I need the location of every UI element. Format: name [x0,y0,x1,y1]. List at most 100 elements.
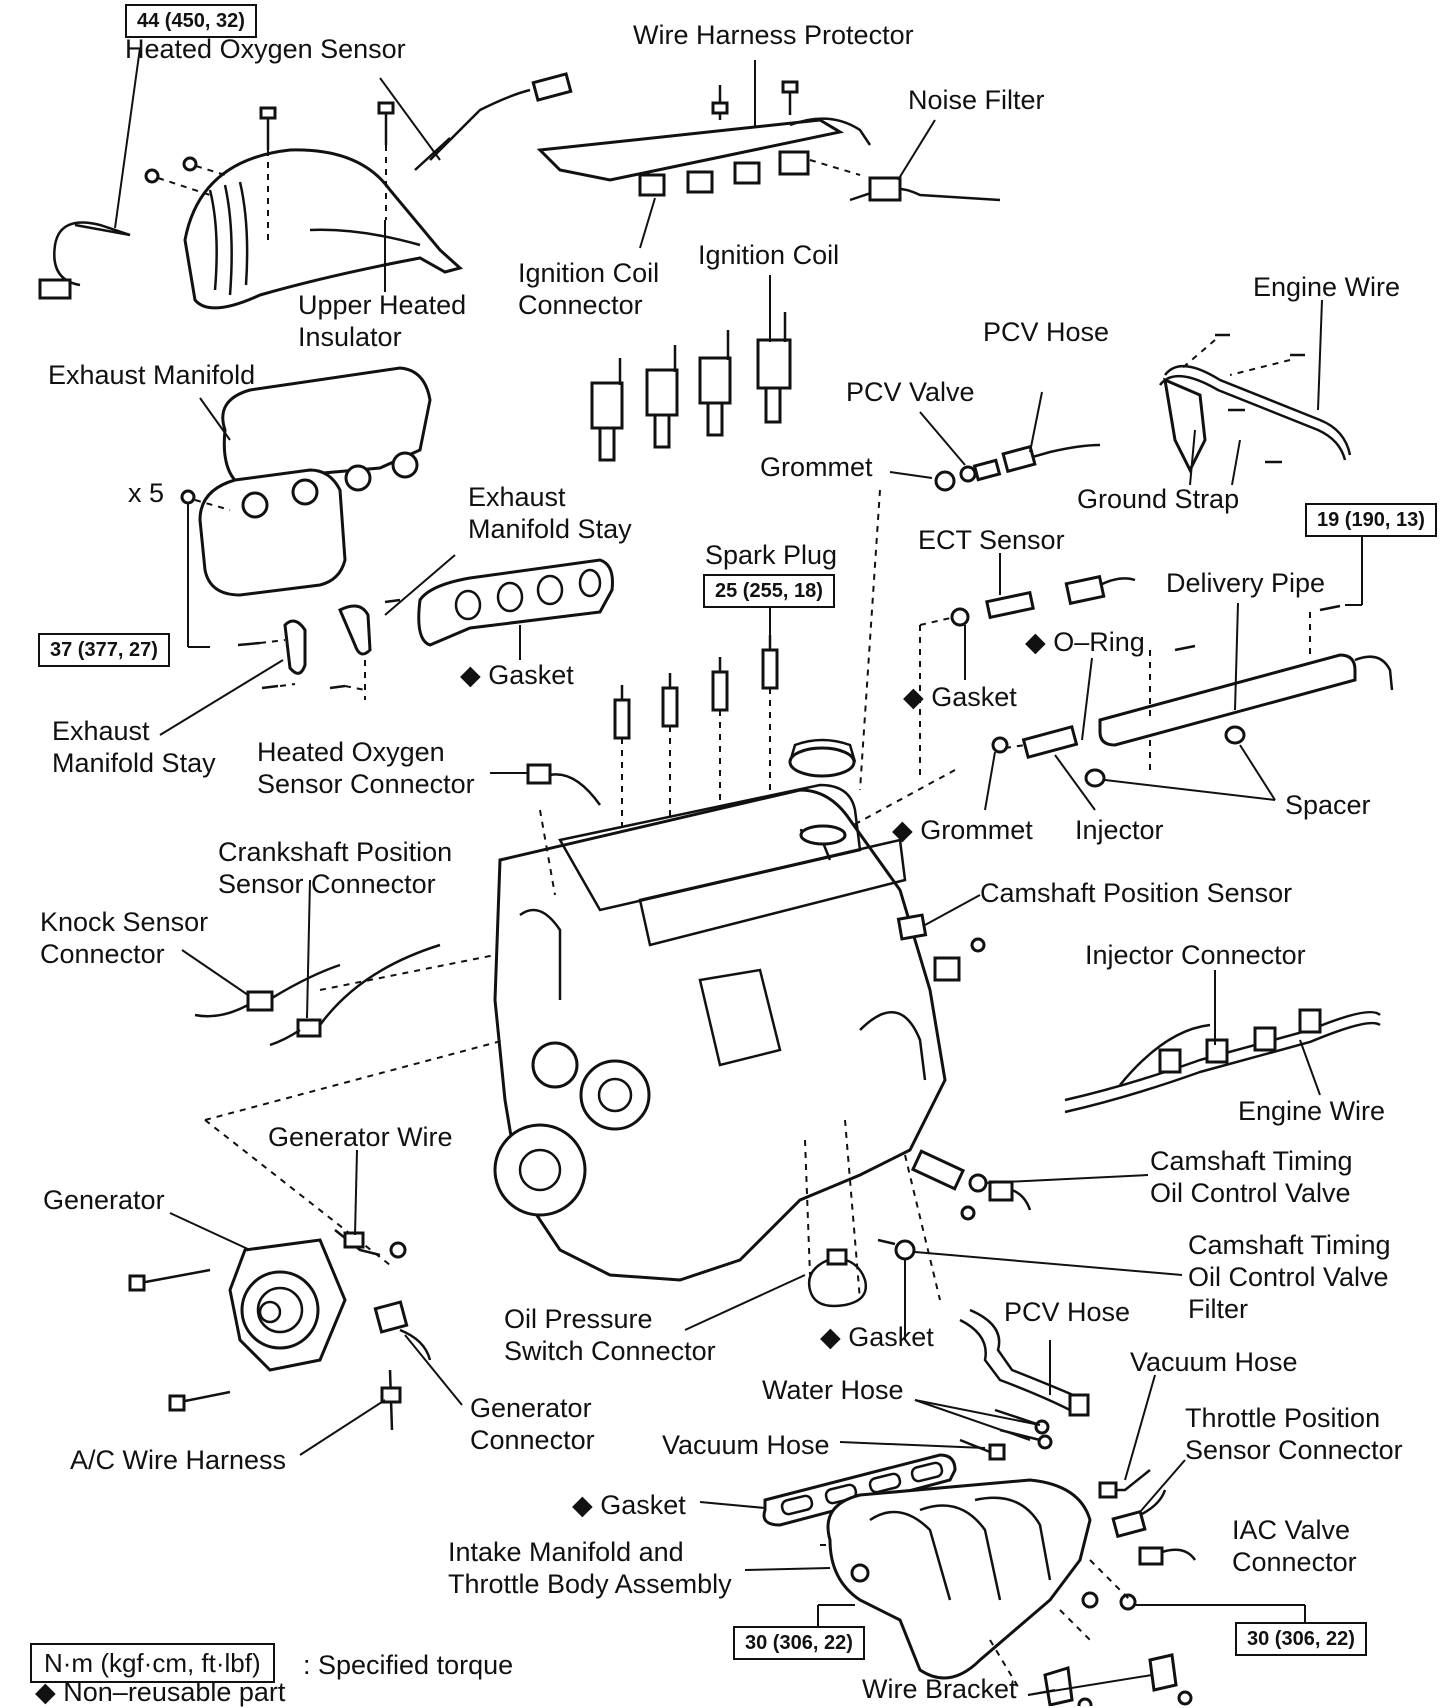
label-gasket-ect: ◆ Gasket [903,682,1017,712]
label-spark-plug: Spark Plug [705,540,838,570]
label-pcv-hose-top: PCV Hose [983,317,1110,347]
pcv-hose-bottom-drawing [959,1308,1090,1417]
legend-unit-box: N·m (kgf·cm, ft·lbf) [30,1643,275,1683]
label-ac-wire-harness: A/C Wire Harness [70,1445,287,1475]
legend-unit-desc: : Specified torque [303,1650,514,1680]
label-exhaust-manifold-stay-top-1: Exhaust [468,482,566,512]
label-iac-valve-connector-2: Connector [1232,1547,1357,1577]
vacuum-hose-right-drawing [1098,1469,1151,1499]
crankshaft-position-sensor-connector-drawing [269,943,441,1047]
label-crankshaft-position-sensor-connector-1: Crankshaft Position [218,837,453,867]
oil-pressure-switch-connector-drawing [807,1248,868,1308]
ignition-coils-drawing [590,312,792,462]
injector-connector-drawing [1064,1008,1381,1114]
engine-block-drawing [493,783,947,1282]
torque-spark-plug: 25 (255, 18) [703,574,835,608]
label-exhaust-manifold-stay-bottom-1: Exhaust [52,716,150,746]
heated-oxygen-sensor-connector-drawing [526,763,602,806]
label-exhaust-manifold-stay-bottom-2: Manifold Stay [52,748,216,778]
label-throttle-position-sensor-connector-1: Throttle Position [1185,1403,1381,1433]
generator-connector-drawing [373,1300,432,1361]
upper-heated-insulator-drawing [183,148,464,310]
torque-exhaust-manifold: 37 (377, 27) [38,633,170,667]
legend-non-reusable: ◆ Non–reusable part [35,1677,286,1707]
torque-oxygen-sensor: 44 (450, 32) [125,4,257,38]
camshaft-timing-ocv-drawing [910,1149,1032,1221]
label-grommet: Grommet [760,452,873,482]
label-generator: Generator [43,1185,165,1215]
label-upper-heated-insulator-1: Upper Heated [298,290,467,320]
label-exhaust-manifold-stay-top-2: Manifold Stay [468,514,632,544]
label-water-hose: Water Hose [762,1375,904,1405]
label-delivery-pipe: Delivery Pipe [1166,568,1326,598]
label-heated-oxygen-sensor-connector-2: Sensor Connector [257,769,475,799]
label-gasket-intake: ◆ Gasket [572,1490,686,1520]
intake-manifold-drawing [820,1478,1137,1691]
label-gasket-exhaust: ◆ Gasket [460,660,574,690]
torque-delivery-pipe: 19 (190, 13) [1305,503,1437,537]
label-knock-sensor-connector-2: Connector [40,939,165,969]
label-intake-manifold-1: Intake Manifold and [448,1537,684,1567]
label-ignition-coil: Ignition Coil [698,240,840,270]
label-throttle-position-sensor-connector-2: Sensor Connector [1185,1435,1403,1465]
label-x5: x 5 [128,478,165,508]
torque-intake-left: 30 (306, 22) [733,1626,865,1660]
exhaust-gasket-drawing [417,558,614,647]
insulator-bolts [144,101,395,245]
generator-drawing [128,1238,347,1412]
intake-gasket-drawing [762,1453,957,1527]
noise-filter-drawing [849,176,1001,202]
label-oil-pressure-switch-connector-1: Oil Pressure [504,1304,653,1334]
exhaust-manifold-drawing [198,366,432,597]
label-camshaft-timing-ocv-filter-3: Filter [1188,1294,1248,1324]
label-camshaft-timing-ocv-filter-1: Camshaft Timing [1188,1230,1391,1260]
heated-oxygen-sensor-drawing [38,72,573,300]
label-camshaft-timing-ocv-2: Oil Control Valve [1150,1178,1351,1208]
spark-plugs-drawing [613,635,779,835]
wire-harness-protector-drawing [536,80,872,197]
label-vacuum-hose-right: Vacuum Hose [1130,1347,1298,1377]
label-injector: Injector [1075,815,1164,845]
label-pcv-hose-bottom: PCV Hose [1004,1297,1131,1327]
label-generator-wire: Generator Wire [268,1122,453,1152]
ac-wire-harness-drawing [380,1369,402,1431]
label-pcv-valve: PCV Valve [846,377,975,407]
vacuum-hose-left-drawing [959,1438,1006,1461]
label-grommet-injector: ◆ Grommet [892,815,1033,845]
label-wire-harness-protector: Wire Harness Protector [633,20,914,50]
label-wire-bracket: Wire Bracket [862,1674,1017,1704]
label-intake-manifold-2: Throttle Body Assembly [448,1569,732,1599]
torque-intake-right: 30 (306, 22) [1235,1622,1367,1656]
ocv-filter-drawing [877,1238,916,1261]
label-vacuum-hose-left: Vacuum Hose [662,1430,830,1460]
knock-sensor-connector-drawing [194,963,341,1018]
label-generator-connector-2: Connector [470,1425,595,1455]
oil-filler-cap-drawing [788,738,857,778]
label-engine-wire-top: Engine Wire [1253,272,1401,302]
ect-sensor-drawing [950,574,1136,627]
label-camshaft-position-sensor: Camshaft Position Sensor [980,878,1293,908]
label-noise-filter: Noise Filter [908,85,1045,115]
injector-drawing [991,724,1079,760]
label-ground-strap: Ground Strap [1077,484,1240,514]
engine-wire-top-drawing [1159,333,1352,474]
water-hose-drawing [994,1408,1053,1450]
label-ignition-coil-connector-1: Ignition Coil [518,258,660,288]
label-ect-sensor: ECT Sensor [918,525,1065,555]
label-upper-heated-insulator-2: Insulator [298,322,402,352]
generator-wire-drawing [334,1229,407,1259]
label-heated-oxygen-sensor-connector-1: Heated Oxygen [257,737,445,767]
label-spacer: Spacer [1285,790,1371,820]
label-camshaft-timing-ocv-filter-2: Oil Control Valve [1188,1262,1389,1292]
label-exhaust-manifold: Exhaust Manifold [48,360,256,390]
label-iac-valve-connector-1: IAC Valve [1232,1515,1351,1545]
label-oil-pressure-switch-connector-2: Switch Connector [504,1336,716,1366]
camshaft-position-sensor-drawing [896,913,986,982]
label-o-ring: ◆ O–Ring [1025,627,1145,657]
delivery-pipe-drawing [1084,604,1394,788]
label-gasket-ocv: ◆ Gasket [820,1322,934,1352]
iac-valve-connector-drawing [1138,1546,1197,1566]
label-engine-wire-mid: Engine Wire [1238,1096,1386,1126]
